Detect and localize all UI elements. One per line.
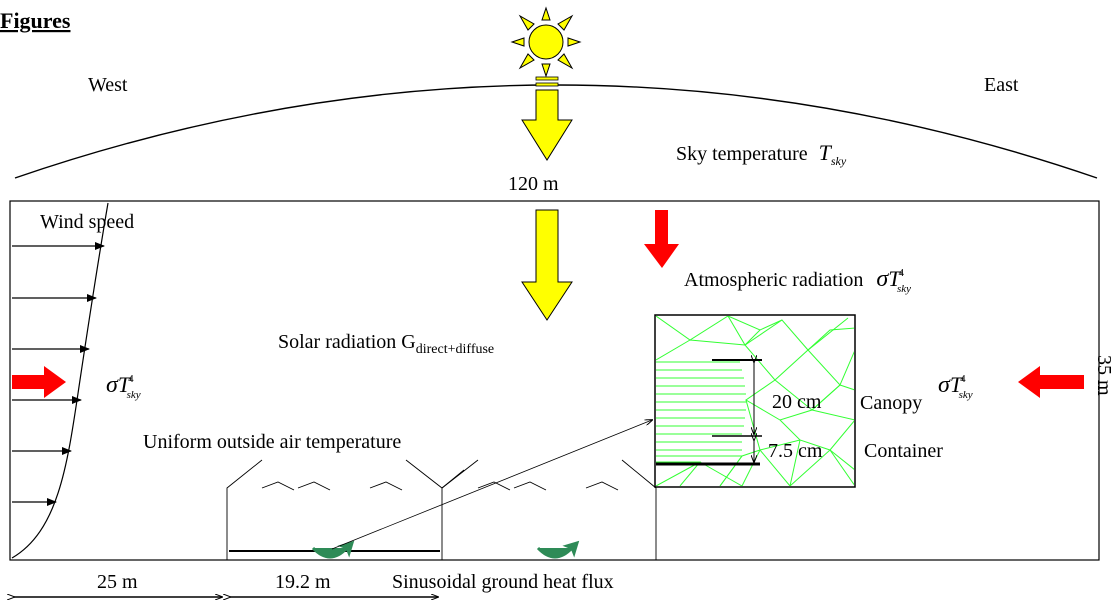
- section-title: Figures: [0, 8, 71, 33]
- canopy-height-value: 20 cm: [772, 391, 822, 413]
- greenhouse-width-label: 19.2 m: [275, 571, 331, 593]
- domain-height-label: 35 m: [1093, 355, 1113, 396]
- solar-arrow-inner: [521, 209, 573, 321]
- mesh-grid: [656, 316, 854, 486]
- wind-vectors: [12, 242, 105, 506]
- ground-heat-flux-label: Sinusoidal ground heat flux: [392, 571, 614, 593]
- east-label: East: [984, 74, 1019, 96]
- air-temperature-label: Uniform outside air temperature: [143, 431, 401, 453]
- west-distance-label: 25 m: [97, 571, 138, 593]
- solar-arrow-top: [521, 76, 573, 161]
- canopy-detail-inset: 20 cm 7.5 cm: [654, 314, 856, 488]
- east-radiation-arrow: [1018, 366, 1084, 398]
- west-radiation-arrow: [12, 366, 66, 398]
- greenhouse-outlines: [226, 459, 657, 560]
- solar-radiation-label: Solar radiation Gdirect+diffuse: [278, 331, 494, 357]
- ground-flux-arrow-1: [311, 540, 355, 559]
- west-label: West: [88, 74, 128, 96]
- sky-height-label: 120 m: [508, 173, 559, 195]
- detail-leader-line: [331, 420, 652, 550]
- sun-icon: [510, 6, 582, 78]
- computational-domain: [9, 200, 1100, 561]
- container-height-value: 7.5 cm: [768, 440, 823, 462]
- canopy-label: Canopy: [860, 392, 922, 414]
- wind-profile-curve: [11, 202, 109, 559]
- sky-temperature-label: Sky temperature Tsky: [676, 140, 847, 168]
- ground-flux-arrow-2: [536, 540, 580, 559]
- wind-speed-label: Wind speed: [40, 211, 134, 233]
- container-label: Container: [864, 440, 943, 462]
- atmospheric-radiation-arrow: [644, 210, 679, 268]
